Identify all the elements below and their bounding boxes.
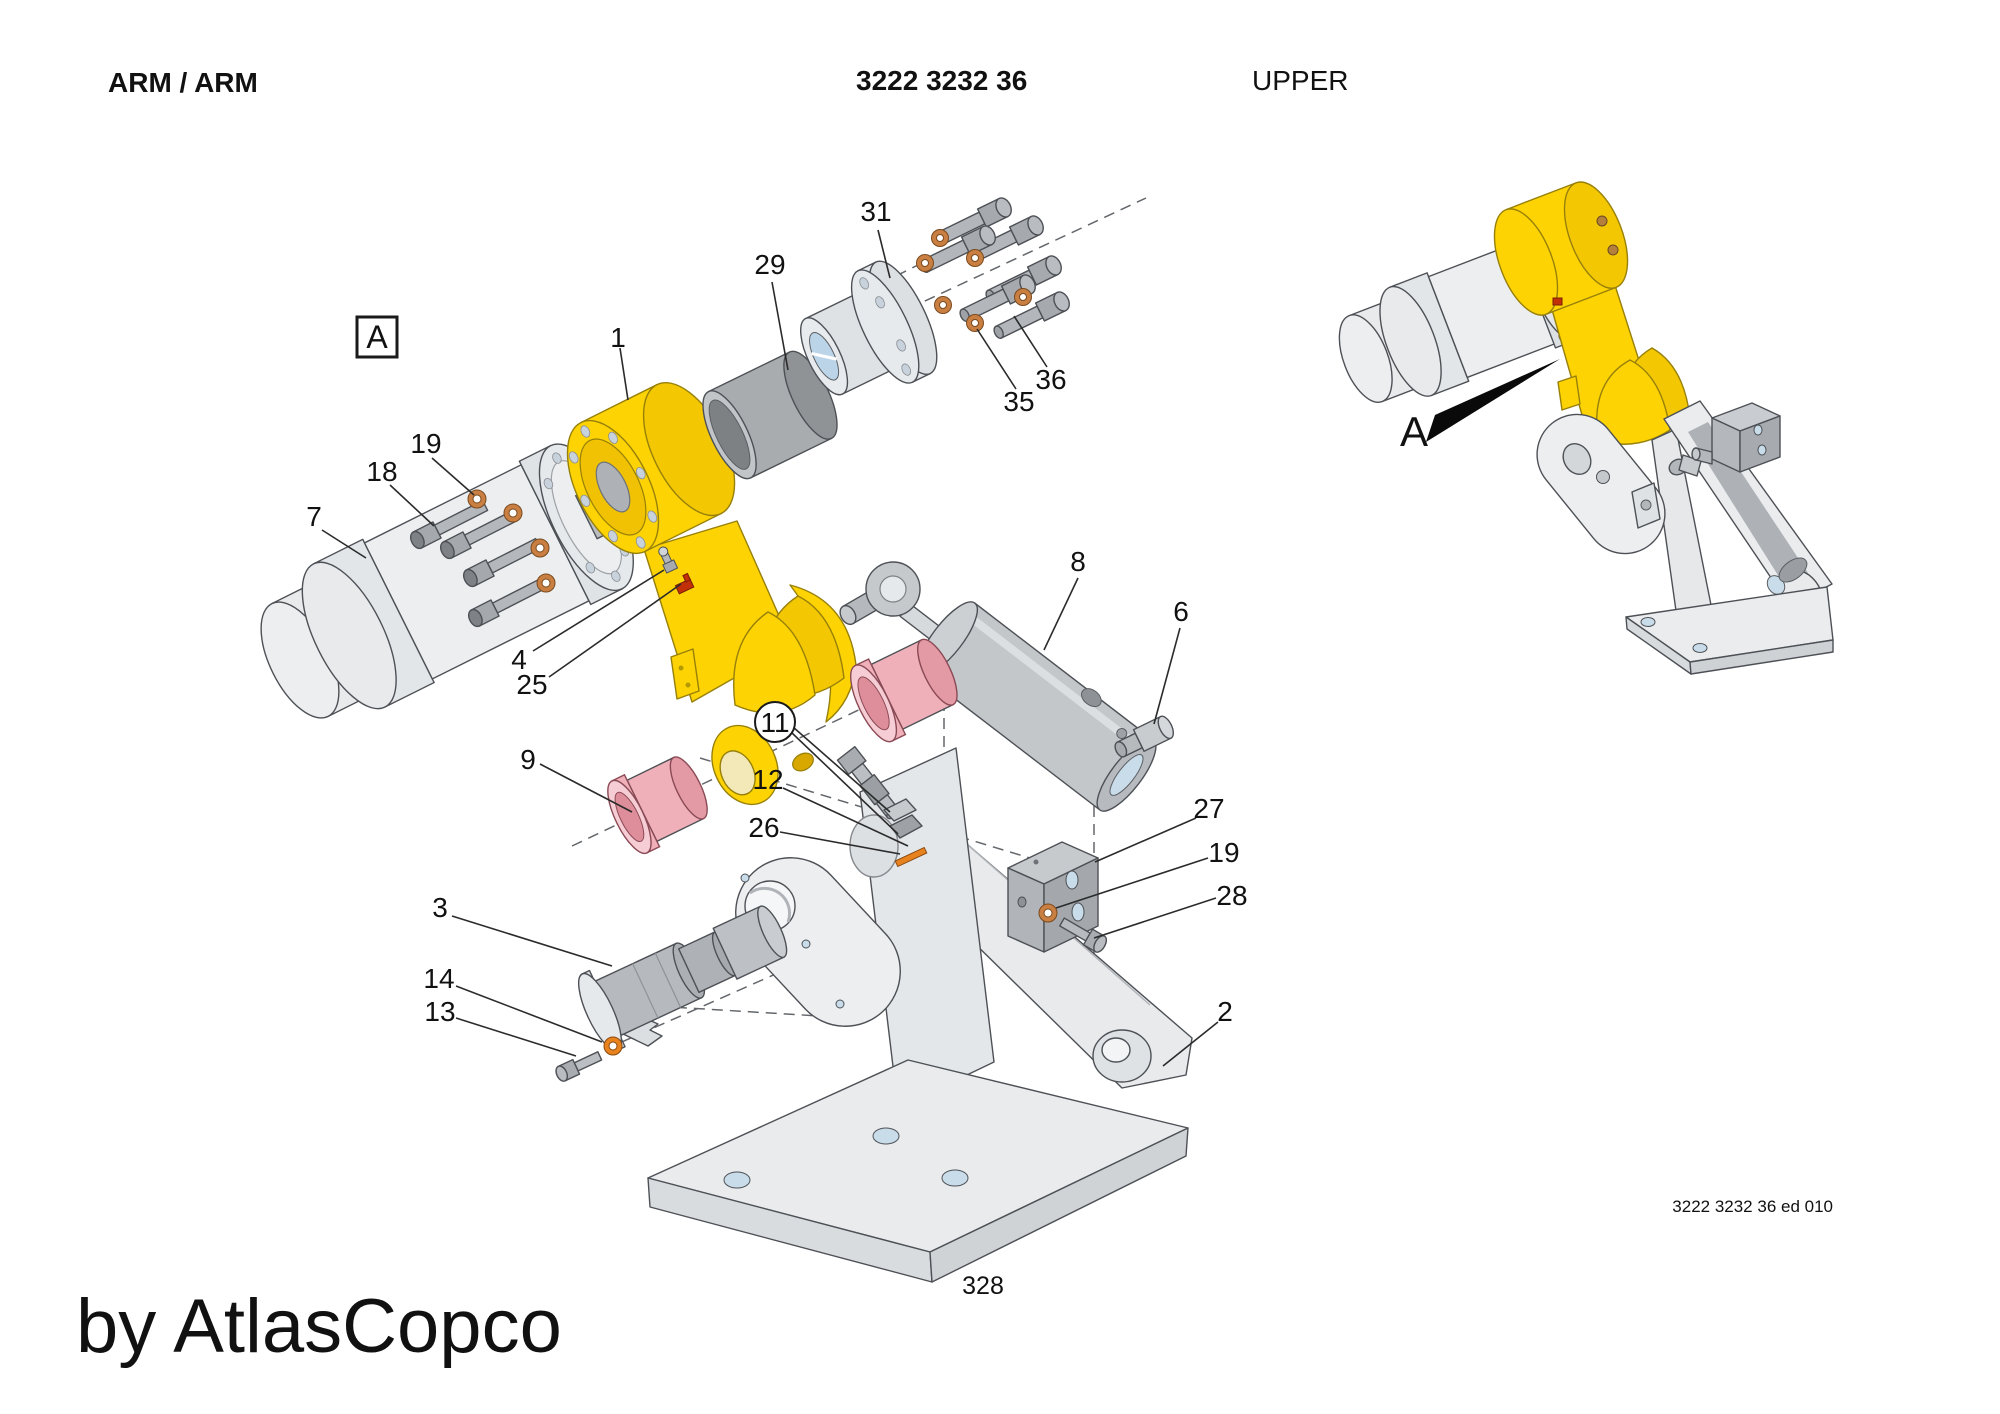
detail-marker-box: A xyxy=(355,315,399,359)
callout-25: 25 xyxy=(516,669,547,700)
part-arm xyxy=(566,381,857,806)
part-link-assembly xyxy=(836,745,928,868)
callout-14: 14 xyxy=(423,963,454,994)
part-bushing-left-9 xyxy=(607,756,708,855)
callout-28: 28 xyxy=(1216,880,1247,911)
callout-18: 18 xyxy=(366,456,397,487)
part-base-weldment xyxy=(647,747,1193,1283)
part-block-27 xyxy=(1007,841,1108,953)
callout-11-circle xyxy=(754,701,796,743)
document-number: 3222 3232 36 xyxy=(856,65,1027,96)
callout-4: 4 xyxy=(511,644,527,675)
socket-bolts-18 xyxy=(409,499,547,628)
callout-35: 35 xyxy=(1003,386,1034,417)
red-fitting-25 xyxy=(674,572,695,595)
callout-8: 8 xyxy=(1070,546,1086,577)
callout-19a: 19 xyxy=(410,428,441,459)
callout-12: 12 xyxy=(752,764,783,795)
callout-11: 11 xyxy=(760,707,789,738)
copper-washers-19 xyxy=(467,489,556,593)
callout-29: 29 xyxy=(754,249,785,280)
bolt-13 xyxy=(555,1051,603,1082)
part-hydraulic-motor xyxy=(260,443,637,719)
detail-marker-label: A xyxy=(366,319,388,355)
part-bushing-right xyxy=(850,638,958,743)
callout-31: 31 xyxy=(860,196,891,227)
grease-nipple-4 xyxy=(658,546,679,574)
callout-2: 2 xyxy=(1217,996,1233,1027)
bolt-28 xyxy=(1059,917,1108,953)
detail-view-arrow-label: A xyxy=(1400,408,1428,455)
callout-9: 9 xyxy=(520,744,536,775)
callout-27: 27 xyxy=(1193,793,1224,824)
detail-view-arrow-icon xyxy=(1426,359,1560,442)
bolts-36-washers-35 xyxy=(916,197,1070,339)
callout-1: 1 xyxy=(610,322,626,353)
callout-19b: 19 xyxy=(1208,837,1239,868)
page-number: 328 xyxy=(962,1272,1004,1300)
part-coupling-31 xyxy=(800,260,938,396)
part-sleeve-29 xyxy=(702,350,838,480)
callout-13: 13 xyxy=(424,996,455,1027)
callout-36: 36 xyxy=(1035,364,1066,395)
leader-lines xyxy=(321,229,1219,1067)
page-title-left: ARM / ARM xyxy=(108,67,258,98)
callout-6: 6 xyxy=(1173,596,1189,627)
callout-labels: 1 29 31 19 18 7 4 25 8 6 9 11 12 26 27 1… xyxy=(306,196,1247,1027)
washer-19-right xyxy=(1038,903,1058,923)
assembled-view: A xyxy=(1338,181,1834,675)
pin-26 xyxy=(894,846,928,868)
page-title-right: UPPER xyxy=(1252,65,1348,96)
part-plug-6 xyxy=(1114,715,1175,758)
callout-7: 7 xyxy=(306,501,322,532)
byline-watermark: by AtlasCopco xyxy=(76,1284,562,1369)
edition-note: 3222 3232 36 ed 010 xyxy=(1672,1197,1833,1216)
callout-3: 3 xyxy=(432,892,448,923)
washer-14 xyxy=(603,1036,623,1056)
part-pin-3 xyxy=(555,905,788,1082)
callout-26: 26 xyxy=(748,812,779,843)
